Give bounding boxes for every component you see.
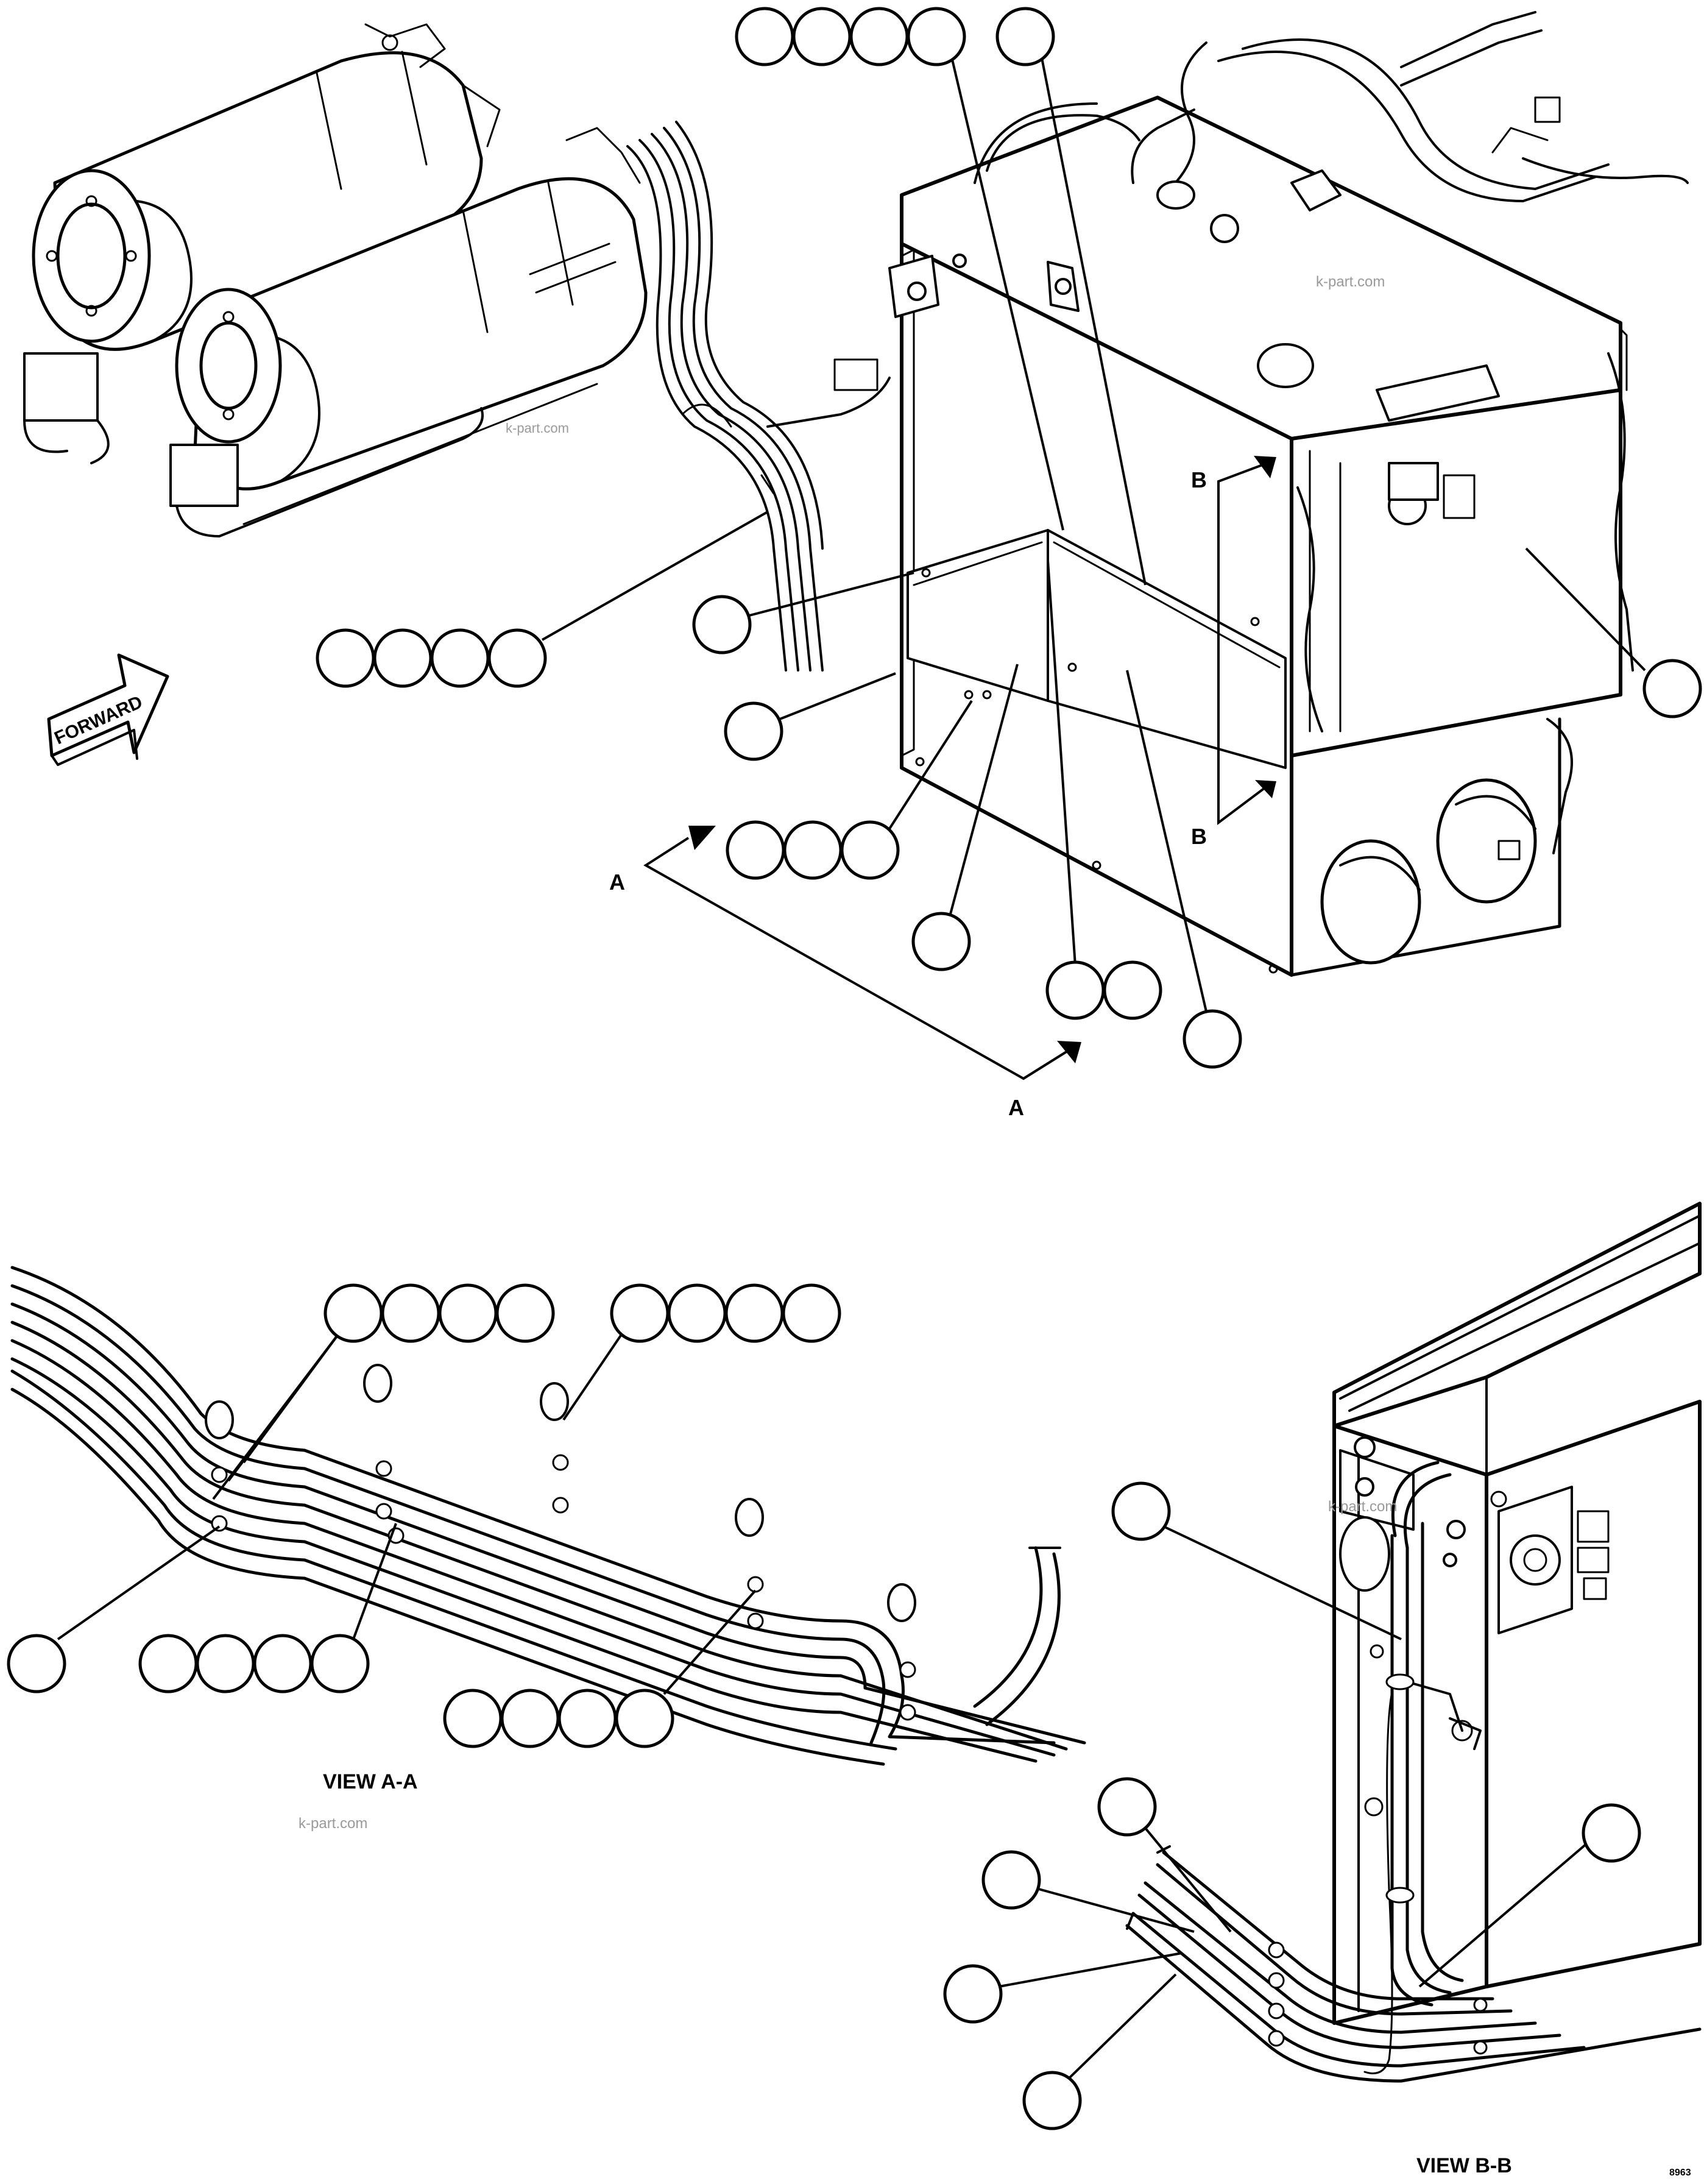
watermark: k-part.com [1328,1498,1397,1515]
callout-single-b-mid-left [981,1850,1195,1933]
callout-single-b-top [1111,1481,1402,1640]
callout-single-bottom-left [911,664,1019,971]
callout-single-left-upper [692,572,914,654]
front-canister [169,127,648,537]
callout-single-b-upper-left [1097,1777,1232,1933]
watermark: k-part.com [299,1815,367,1832]
callout-single-bottom-right [1126,670,1242,1069]
aftertreatment-assembly [23,23,891,672]
top-callouts [316,7,1702,1069]
view-b-tank [1125,1202,1702,2083]
section-b-label: B [1191,467,1207,492]
view-b-callouts [943,1481,1641,2130]
callout-group-a-bottom-right [443,1589,757,1748]
figure-code: 8963 [1669,2168,1691,2178]
view-b-title: VIEW B-B [1416,2154,1512,2177]
harness-bundle-top [626,121,891,672]
callout-single-b-right [1418,1803,1641,1988]
callout-single-left-lower [724,672,896,761]
callout-single-a-left [7,1525,221,1693]
watermark: k-part.com [1316,274,1385,290]
callout-group-middle [726,700,973,880]
hose-clamps-a [205,1364,916,1721]
def-tank-assembly [888,11,1689,977]
callout-group-a-bottom-left [138,1523,397,1693]
section-a-indicator: A A [609,826,1081,1120]
section-a-label: A [609,870,625,895]
view-a-callouts [7,1283,841,1748]
rear-canister [23,23,501,464]
callout-group-top [735,7,1064,531]
callout-single-b-lower-left [943,1952,1183,2024]
view-a-title: VIEW A-A [323,1770,418,1793]
view-a-hoses [10,1266,1086,1766]
callout-pair-bottom [1045,560,1162,1020]
callout-group-a-top-right [562,1283,841,1421]
forward-arrow-icon: FORWARD [47,653,169,766]
callout-single-right [1525,547,1702,718]
callout-single-b-bottom [1022,1973,1177,2130]
callout-single-top [995,7,1147,586]
section-a-label: A [1008,1095,1024,1120]
callout-group-a-top-left [212,1283,555,1500]
watermark: k-part.com [506,420,569,436]
section-b-indicator: B B [1191,456,1276,849]
callout-group-top-left [316,511,768,688]
section-b-label: B [1191,824,1207,849]
